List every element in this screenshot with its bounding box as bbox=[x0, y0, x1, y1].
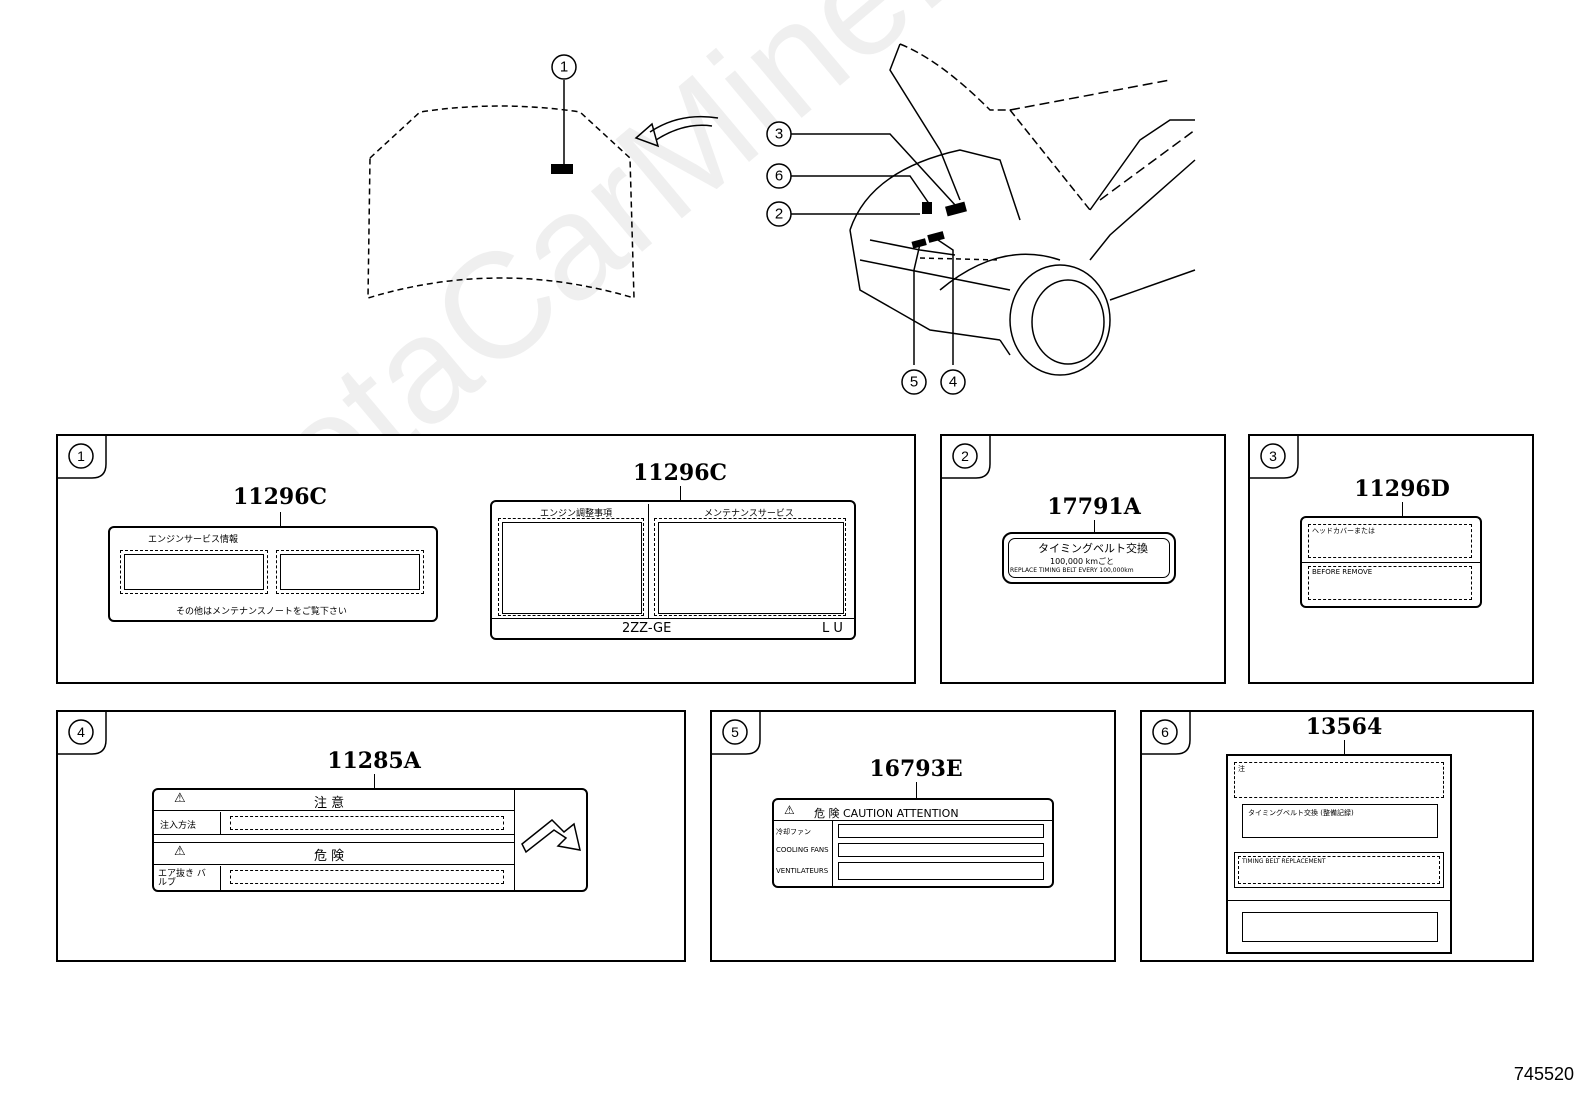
label-11285A: ⚠ 注 意 注入方法 ⚠ 危 険 エア抜き バルブ bbox=[152, 788, 588, 892]
part-code: 11296C bbox=[632, 460, 728, 486]
part-code: 17791A bbox=[1047, 494, 1141, 520]
warning-icon: ⚠ bbox=[784, 803, 795, 817]
callout-3: 3 bbox=[774, 125, 784, 143]
label-line-2: タイミングベルト交換 (整備記録) bbox=[1248, 809, 1354, 817]
label-11296C-b: エンジン調整事項 メンテナンスサービス 2ZZ-GE L U bbox=[490, 500, 856, 640]
panel-3: 3 3 11296D ヘッドカバーまたは BEFORE REMOVE bbox=[1248, 434, 1534, 684]
panel-tab: 5 bbox=[710, 710, 761, 755]
panel-tab: 4 bbox=[56, 710, 107, 755]
row-label: VENTILATEURS bbox=[776, 867, 829, 875]
callout-1: 1 bbox=[559, 58, 569, 76]
hood-outline bbox=[367, 105, 635, 300]
svg-text:3: 3 bbox=[1269, 448, 1277, 464]
row-label-2: エア抜き バルブ bbox=[158, 869, 206, 888]
callout-5: 5 bbox=[909, 373, 919, 391]
panel-tab: 2 bbox=[940, 434, 991, 479]
part-code: 16793E bbox=[869, 756, 963, 782]
label-line-2: BEFORE REMOVE bbox=[1312, 568, 1373, 576]
label-11296C-a: エンジンサービス情報 その他はメンテナンスノートをご覧下さい bbox=[108, 526, 438, 622]
svg-text:5: 5 bbox=[731, 724, 739, 740]
svg-text:4: 4 bbox=[77, 724, 85, 740]
label-line-1: 注 bbox=[1238, 765, 1245, 773]
part-code: 11296C bbox=[232, 484, 328, 510]
callout-2: 2 bbox=[774, 205, 784, 223]
header-caution: 注 意 bbox=[314, 796, 345, 811]
panel-tab: 6 bbox=[1140, 710, 1191, 755]
label-line-2: 100,000 kmごと bbox=[1050, 557, 1115, 566]
header-danger: 危 険 bbox=[314, 849, 345, 864]
warning-icon: ⚠ bbox=[174, 791, 186, 806]
label-11296D: ヘッドカバーまたは BEFORE REMOVE bbox=[1300, 516, 1482, 608]
label-right-header: メンテナンスサービス bbox=[704, 509, 794, 519]
label-engine-code: 2ZZ-GE bbox=[622, 621, 672, 636]
hood-label-mark bbox=[551, 164, 573, 174]
panel-4: 4 4 11285A ⚠ 注 意 注入方法 ⚠ 危 険 エア抜き バルブ bbox=[56, 710, 686, 962]
label-13564: 注 タイミングベルト交換 (整備記録) TIMING BELT REPLACEM… bbox=[1226, 754, 1452, 954]
callout-6: 6 bbox=[774, 167, 784, 185]
panel-tab: 1 bbox=[56, 434, 107, 479]
panel-6: 6 6 13564 注 タイミングベルト交換 (整備記録) TIMING BEL… bbox=[1140, 710, 1534, 962]
arrow-icon bbox=[649, 115, 719, 133]
svg-text:2: 2 bbox=[961, 448, 969, 464]
row-label: 冷却ファン bbox=[776, 828, 811, 836]
panel-tab: 3 bbox=[1248, 434, 1299, 479]
row-label-1: 注入方法 bbox=[160, 821, 197, 831]
label-16793E: ⚠ 危 険 CAUTION ATTENTION 冷却ファン COOLING FA… bbox=[772, 798, 1054, 888]
figure-number: 745520 bbox=[1513, 1064, 1574, 1084]
label-footer-right: L U bbox=[822, 621, 843, 636]
label-left-header: エンジン調整事項 bbox=[540, 509, 613, 519]
arrow-icon bbox=[521, 818, 581, 854]
panel-5: 5 5 16793E ⚠ 危 険 CAUTION ATTENTION 冷却ファン… bbox=[710, 710, 1116, 962]
label-line-1: タイミングベルト交換 bbox=[1038, 542, 1148, 555]
svg-text:6: 6 bbox=[1161, 724, 1169, 740]
panel-1: 1 1 11296C エンジンサービス情報 その他はメンテナンスノートをご覧下さ… bbox=[56, 434, 916, 684]
car-drawing bbox=[849, 43, 1196, 376]
label-line-3: TIMING BELT REPLACEMENT bbox=[1242, 858, 1326, 865]
part-code: 11285A bbox=[327, 748, 421, 774]
row-label: COOLING FANS bbox=[776, 846, 829, 854]
panel-2: 2 2 17791A タイミングベルト交換 100,000 kmごと REPLA… bbox=[940, 434, 1226, 684]
part-code: 11296D bbox=[1354, 476, 1450, 502]
label-line-1: ヘッドカバーまたは bbox=[1312, 527, 1375, 535]
callout-4: 4 bbox=[948, 373, 958, 391]
label-header: 危 険 CAUTION ATTENTION bbox=[814, 807, 959, 820]
svg-text:1: 1 bbox=[77, 448, 85, 464]
overview-illustration bbox=[367, 43, 1196, 395]
label-17791A: タイミングベルト交換 100,000 kmごと REPLACE TIMING B… bbox=[1002, 532, 1176, 584]
label-bottom-text: その他はメンテナンスノートをご覧下さい bbox=[176, 607, 347, 617]
part-code: 13564 bbox=[1305, 714, 1383, 740]
label-top-text: エンジンサービス情報 bbox=[148, 535, 239, 545]
warning-icon: ⚠ bbox=[174, 844, 186, 859]
label-line-3: REPLACE TIMING BELT EVERY 100,000km bbox=[1010, 567, 1134, 574]
